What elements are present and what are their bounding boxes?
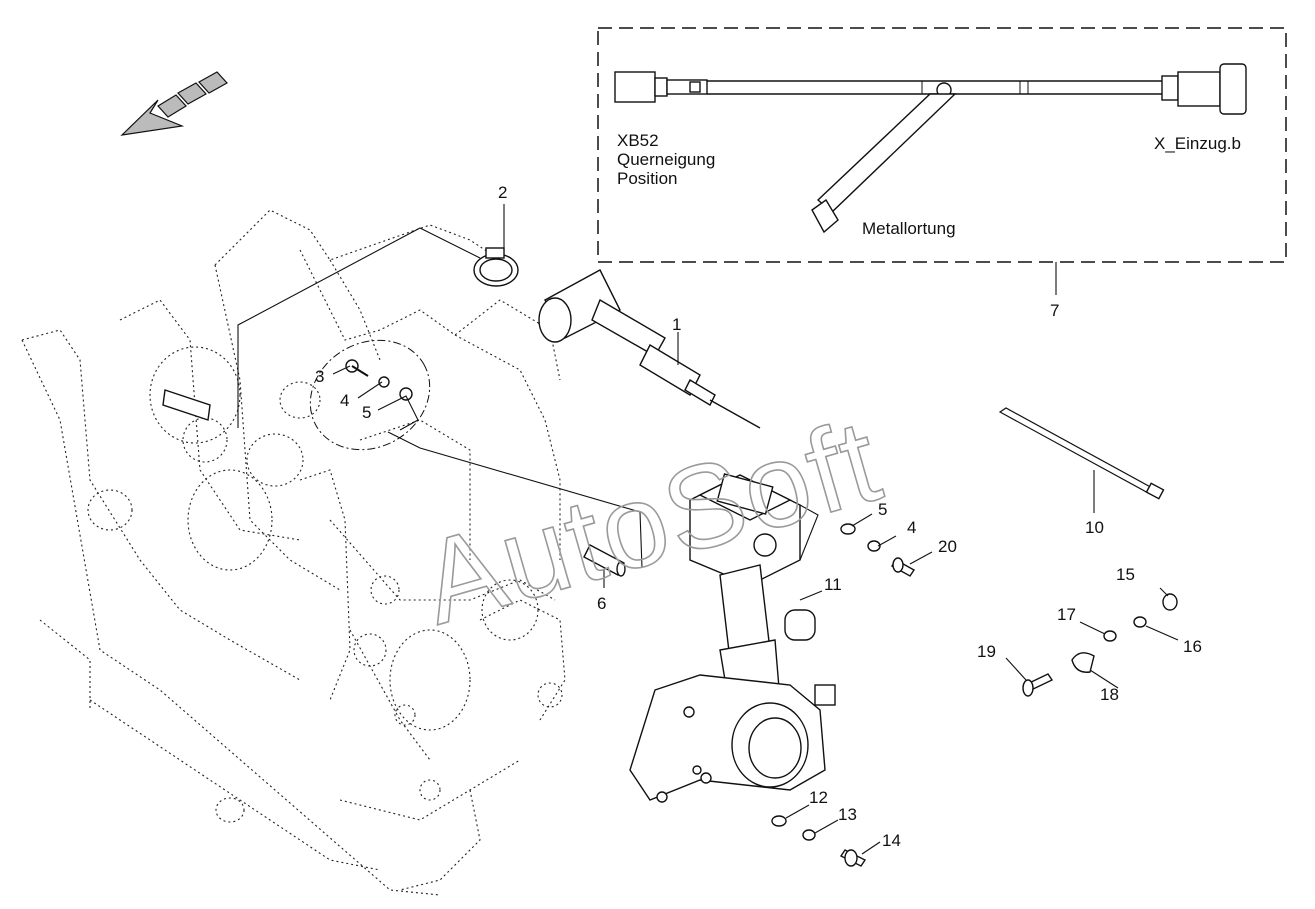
callout-7: 7 (1050, 301, 1059, 320)
wiring-harness (614, 63, 1247, 234)
callout-10: 10 (1085, 518, 1104, 537)
hose-clamp (473, 247, 519, 287)
spacer-tube (583, 544, 626, 577)
callout-4-right: 4 (907, 518, 916, 537)
callout-14: 14 (882, 831, 901, 850)
sensor-assembly (629, 473, 836, 803)
xb52-label: XB52 (617, 131, 659, 150)
callout-16: 16 (1183, 637, 1202, 656)
callout-4-left: 4 (340, 391, 349, 410)
callout-18: 18 (1100, 685, 1119, 704)
callout-12: 12 (809, 788, 828, 807)
callout-2: 2 (498, 183, 507, 202)
callout-20: 20 (938, 537, 957, 556)
x-einzug-label: X_Einzug.b (1154, 134, 1241, 153)
callout-3: 3 (315, 367, 324, 386)
callout-1: 1 (672, 315, 681, 334)
direction-arrow-icon (120, 71, 228, 136)
callout-13: 13 (838, 805, 857, 824)
drive-shaft (538, 269, 761, 429)
callout-11: 11 (824, 575, 842, 594)
clip-fastener-set (1022, 593, 1178, 697)
fastener-set-right (840, 523, 916, 577)
fastener-group-ellipse (309, 339, 431, 451)
querneigung-label: Querneigung (617, 150, 715, 169)
callout-5-right: 5 (878, 500, 887, 519)
callout-17: 17 (1057, 605, 1076, 624)
callout-15: 15 (1116, 565, 1135, 584)
fastener-set-bottom (771, 815, 867, 867)
leader-lines (237, 204, 1179, 855)
shaft-stud (162, 389, 211, 421)
harness-detail-box (597, 27, 1287, 263)
machine-frame-outline (21, 209, 566, 896)
callout-6: 6 (597, 594, 606, 613)
metallortung-label: Metallortung (862, 219, 956, 238)
cable-tie (998, 407, 1165, 500)
position-label: Position (617, 169, 677, 188)
fastener-set-left (345, 359, 413, 401)
watermark: AutoSoft (408, 394, 895, 650)
callout-5-left: 5 (362, 403, 371, 422)
callout-19: 19 (977, 642, 996, 661)
